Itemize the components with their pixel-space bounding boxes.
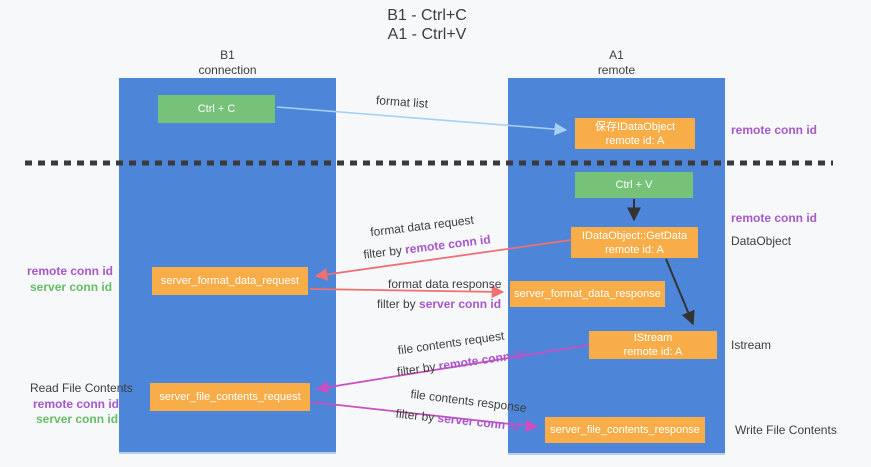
- server-conn-id-label-left-bottom: server conn id: [36, 412, 119, 426]
- title-line-2: A1 - Ctrl+V: [387, 26, 467, 43]
- read-file-contents-label: Read File Contents: [30, 381, 133, 395]
- idataobject-getdata-box: IDataObject::GetData remote id: A: [571, 227, 698, 258]
- lane-header-b1: B1 connection: [119, 48, 336, 78]
- lane-name-a1: A1: [609, 48, 624, 62]
- diagram-title: B1 - Ctrl+C A1 - Ctrl+V: [292, 6, 562, 44]
- server-format-data-response-label: server_format_data_response: [514, 288, 661, 300]
- save-dataobject-line1: 保存IDataObject: [594, 120, 676, 133]
- server-conn-id-text: server conn id: [419, 297, 502, 311]
- format-list-label: format list: [375, 93, 429, 111]
- filter-by-text: filter by: [395, 406, 439, 425]
- remote-conn-id-label-mid: remote conn id: [731, 211, 818, 225]
- filter-by-text: filter by: [396, 359, 440, 379]
- istream-line2: remote id: A: [623, 346, 683, 358]
- server-format-data-request-label: server_format_data_request: [160, 275, 300, 287]
- save-dataobject-line2: remote id: A: [605, 134, 665, 147]
- getdata-line1: IDataObject::GetData: [581, 229, 688, 242]
- title-line-1: B1 - Ctrl+C: [387, 7, 467, 24]
- server-file-contents-request-box: server_file_contents_request: [150, 383, 310, 411]
- server-file-contents-response-box: server_file_contents_response: [545, 417, 705, 443]
- format-data-response-filter-label: filter by server conn id: [377, 297, 501, 311]
- istream-box: IStream remote id: A: [589, 331, 717, 359]
- filter-by-text: filter by: [377, 297, 420, 311]
- remote-conn-id-label-top: remote conn id: [731, 123, 818, 137]
- remote-conn-id-text: remote conn id: [404, 232, 492, 257]
- ctrl-c-box: Ctrl + C: [158, 95, 275, 123]
- lane-role-a1: remote: [597, 63, 636, 77]
- lane-header-a1: A1 remote: [508, 48, 725, 78]
- format-data-response-label: format data response: [388, 277, 502, 291]
- remote-conn-id-label-left-bottom: remote conn id: [33, 397, 120, 411]
- remote-conn-id-label-left-top: remote conn id: [27, 264, 114, 278]
- ctrl-v-box: Ctrl + V: [575, 172, 693, 198]
- lane-name-b1: B1: [220, 48, 235, 62]
- filter-by-text: filter by: [362, 242, 407, 262]
- istream-line1: IStream: [633, 332, 673, 344]
- istream-side-label: Istream: [731, 338, 772, 352]
- ctrl-c-label: Ctrl + C: [197, 103, 236, 115]
- write-file-contents-label: Write File Contents: [735, 423, 837, 437]
- ctrl-v-label: Ctrl + V: [615, 179, 653, 191]
- server-file-contents-response-label: server_file_contents_response: [550, 424, 700, 436]
- dataobject-label: DataObject: [731, 234, 792, 248]
- save-dataobject-box: 保存IDataObject remote id: A: [575, 118, 695, 149]
- server-conn-id-label-left-top: server conn id: [30, 280, 113, 294]
- lane-role-b1: connection: [198, 63, 257, 77]
- server-format-data-request-box: server_format_data_request: [152, 267, 308, 295]
- server-file-contents-request-label: server_file_contents_request: [159, 391, 301, 403]
- server-format-data-response-box: server_format_data_response: [510, 281, 665, 307]
- getdata-line2: remote id: A: [605, 243, 664, 256]
